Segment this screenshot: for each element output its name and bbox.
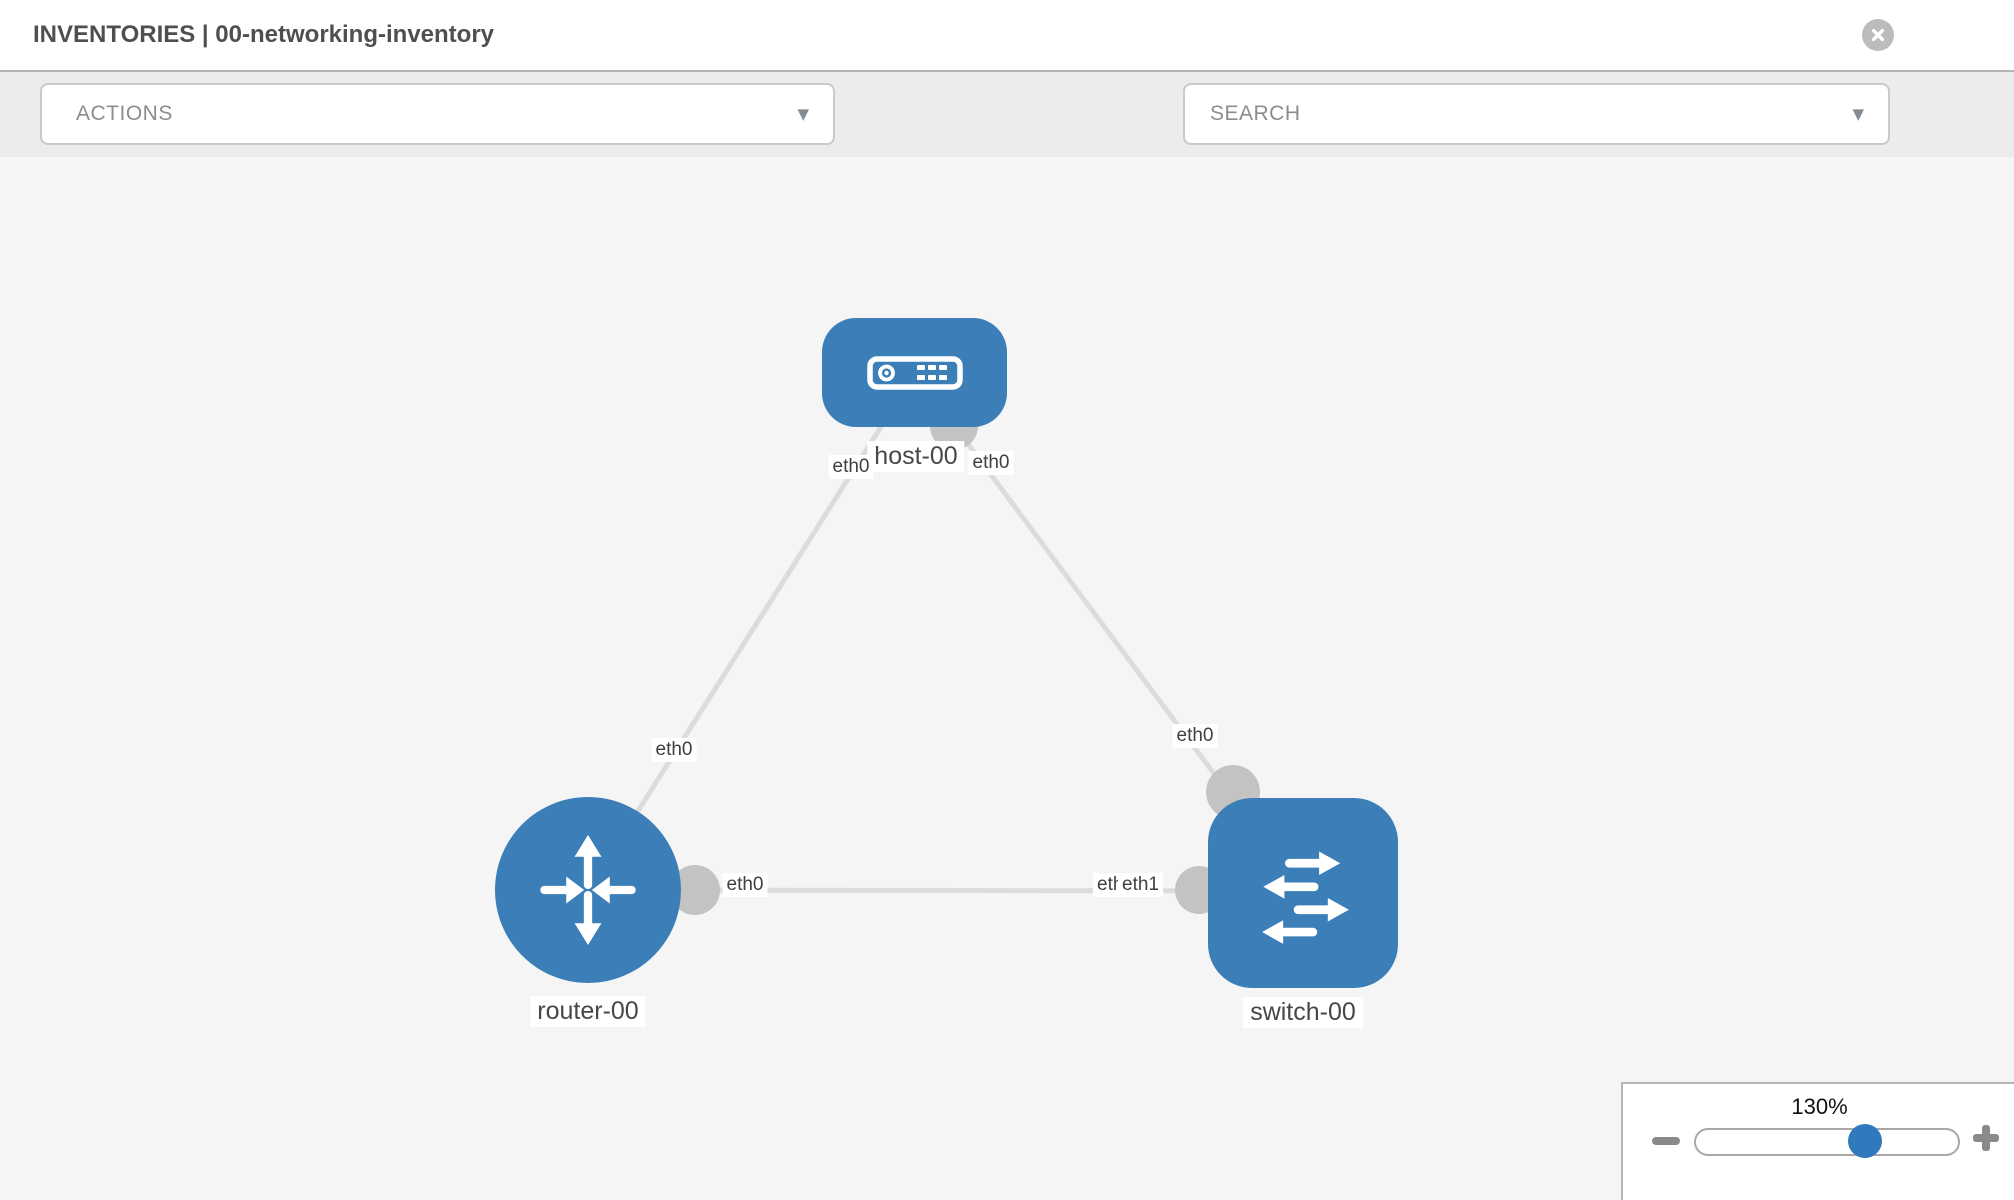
node-label-switch: switch-00 <box>1243 997 1363 1028</box>
interface-connector-router-eth0[interactable] <box>670 865 720 915</box>
toolbar: ACTIONS ▼ SEARCH ▼ <box>0 72 2014 204</box>
node-router-00[interactable] <box>495 797 681 983</box>
node-switch-00[interactable] <box>1208 798 1398 988</box>
modal-header: INVENTORIES | 00-networking-inventory <box>0 0 2014 72</box>
close-icon <box>1871 28 1885 42</box>
close-button[interactable] <box>1862 19 1894 51</box>
actions-dropdown-label: ACTIONS <box>76 102 173 125</box>
topology-canvas[interactable]: host-00 router-00 switch-00 eth0 eth0 et… <box>0 157 2014 1200</box>
interface-label-host-left: eth0 <box>828 455 874 479</box>
interface-label-switch-top: eth0 <box>1172 724 1218 748</box>
zoom-slider-thumb[interactable] <box>1848 1124 1882 1158</box>
node-label-router: router-00 <box>530 996 646 1027</box>
page-title: INVENTORIES | 00-networking-inventory <box>33 21 495 48</box>
zoom-panel: 130% <box>1621 1082 2014 1200</box>
interface-label-router-eth0: eth0 <box>722 873 768 897</box>
interface-label-router-top: eth0 <box>651 738 697 762</box>
zoom-in-button[interactable] <box>1972 1124 2000 1152</box>
router-icon <box>540 834 636 946</box>
chevron-down-icon: ▼ <box>797 105 809 123</box>
zoom-level: 130% <box>1791 1094 1848 1119</box>
switch-icon <box>1262 851 1349 944</box>
zoom-slider[interactable] <box>1694 1124 1960 1158</box>
interface-label-switch-eth1: eth1 <box>1118 873 1163 897</box>
search-dropdown-label: SEARCH <box>1210 102 1301 125</box>
topology-links-layer <box>585 371 1306 915</box>
host-icon <box>866 355 963 390</box>
plus-icon <box>1982 1125 1990 1151</box>
search-dropdown[interactable]: SEARCH ▼ <box>1183 83 1890 145</box>
interface-label-host-right: eth0 <box>968 451 1014 475</box>
node-host-00[interactable] <box>822 318 1007 427</box>
node-label-host: host-00 <box>867 441 965 472</box>
chevron-down-icon: ▼ <box>1852 105 1864 123</box>
zoom-out-button[interactable] <box>1652 1137 1680 1145</box>
actions-dropdown[interactable]: ACTIONS ▼ <box>40 83 835 145</box>
